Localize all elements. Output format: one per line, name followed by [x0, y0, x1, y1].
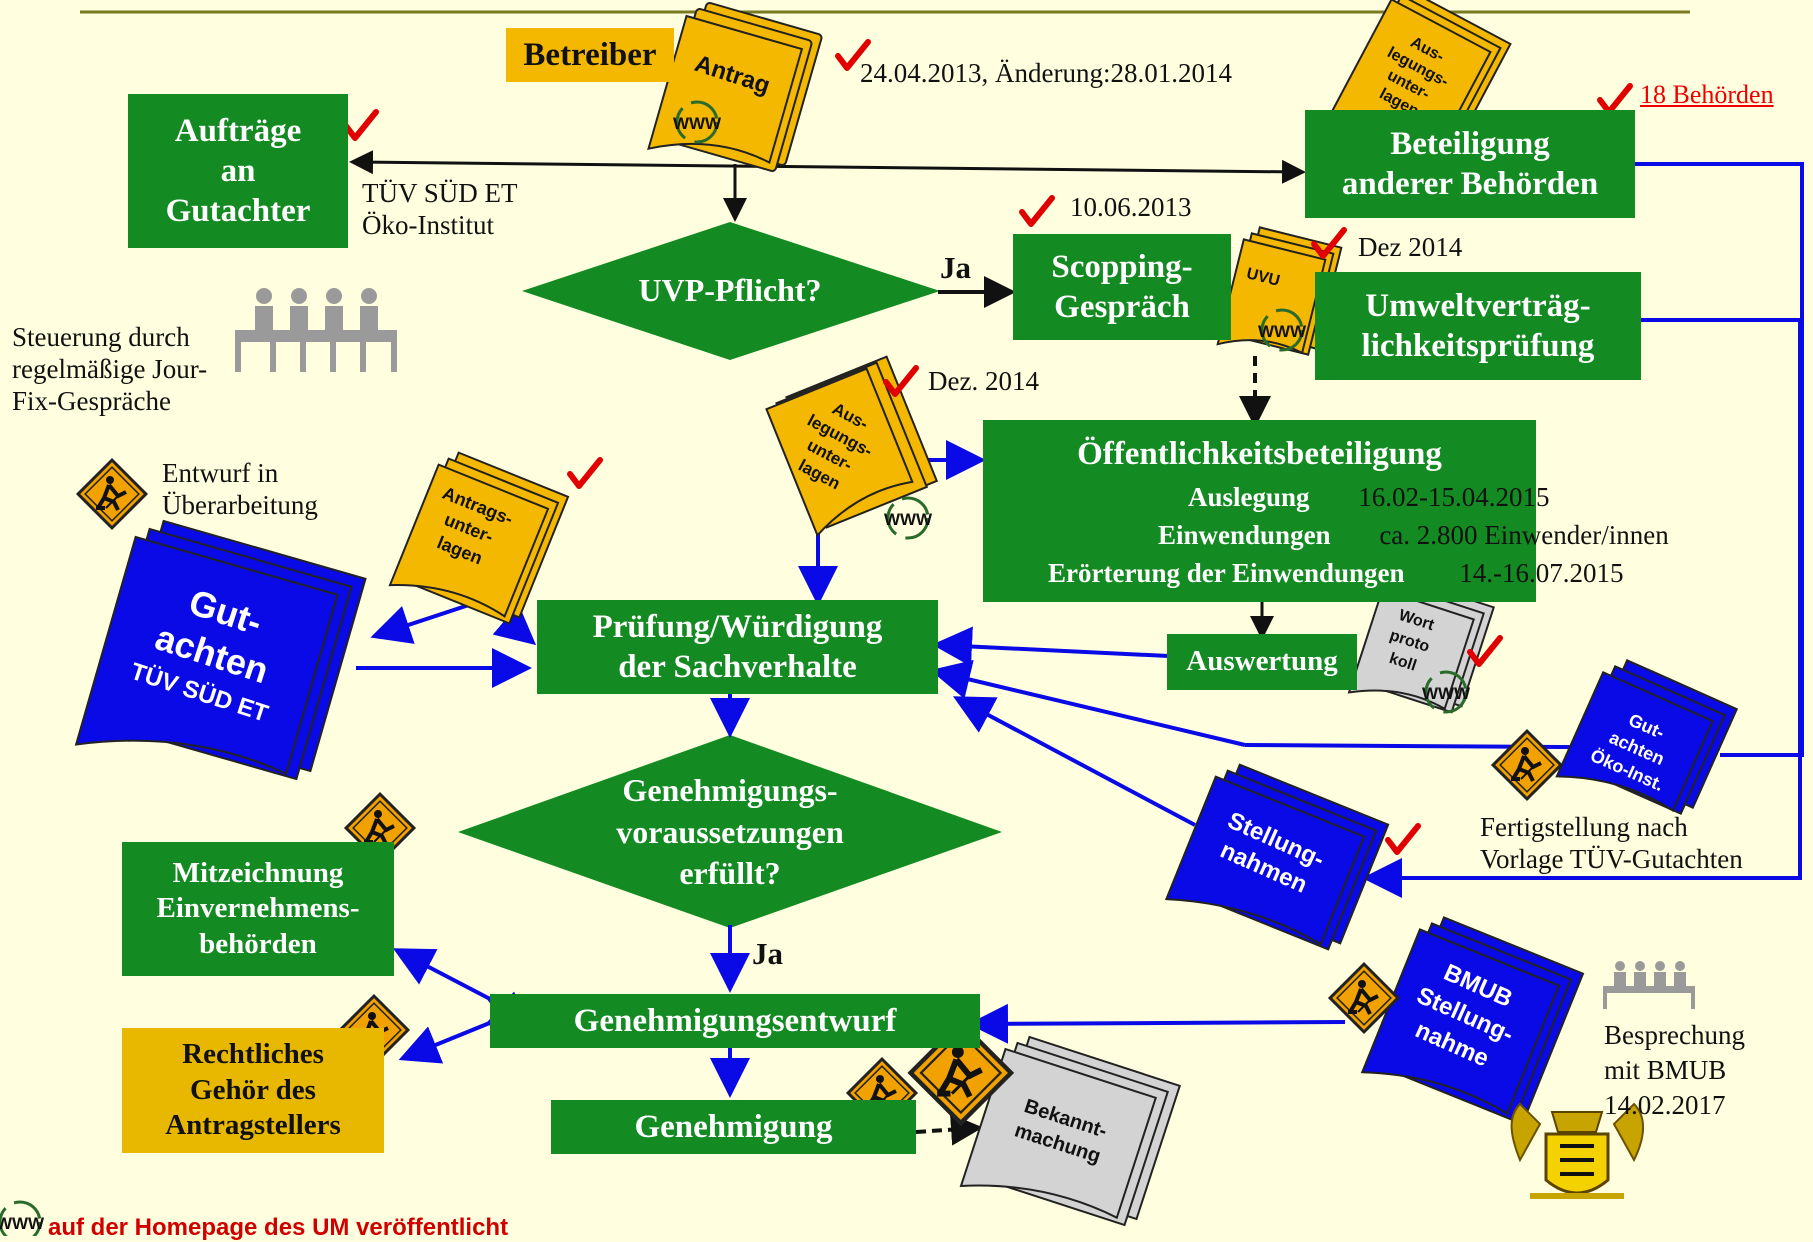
uvp-pruefung-box[interactable]: Umweltverträg-lichkeitsprüfung [1315, 272, 1641, 380]
oeffentlichkeitsbeteiligung-box[interactable]: Öffentlichkeitsbeteiligung [983, 420, 1536, 602]
footer-note: auf der Homepage des UM veröffentlicht [48, 1214, 509, 1241]
gutachter-behoerden-arrow [349, 150, 1306, 184]
auswertung-box[interactable]: Auswertung [1167, 634, 1357, 690]
auslegung-date: Dez. 2014 [928, 366, 1039, 396]
bekanntmachung-document [959, 1035, 1182, 1227]
www-icon [0, 1200, 47, 1236]
behoerden-link[interactable]: 18 Behörden [1640, 80, 1774, 109]
meeting-icon [235, 288, 397, 372]
ja-label: Ja [940, 250, 971, 285]
in-arbeit-icon [1491, 729, 1563, 801]
stellungnahmen-document [1164, 763, 1390, 951]
genehmigungsentwurf-box[interactable]: Genehmigungsentwurf [490, 994, 980, 1048]
genehmigung-box[interactable]: Genehmigung [551, 1100, 916, 1154]
check-icon [1022, 198, 1052, 224]
einwendungen-row: Einwendungen ca. 2.800 Einwender/innen [1158, 520, 1669, 550]
antrag-document [647, 2, 823, 172]
uvu-date: Dez 2014 [1358, 232, 1463, 262]
eroerterung-row: Erörterung der Einwendungen 14.-16.07.20… [1048, 558, 1624, 588]
antrag-date: 24.04.2013, Änderung:28.01.2014 [860, 58, 1232, 88]
uvu-document [1216, 226, 1343, 356]
coat-of-arms-logo [1510, 1102, 1645, 1199]
check-icon [1388, 826, 1418, 852]
www-icon [882, 496, 935, 540]
scoping-date: 10.06.2013 [1070, 192, 1192, 222]
check-icon [1600, 86, 1630, 112]
antragsunterlagen-document [388, 451, 570, 625]
uvp-question: UVP-Pflicht? [638, 272, 822, 308]
ja-label: Ja [752, 936, 783, 971]
genehmigung-to-bekanntmachung-arrow [915, 1113, 983, 1146]
uvp-diamond [522, 222, 940, 360]
wortprotokoll-document [1347, 576, 1495, 714]
scoping-box[interactable]: Scopping-Gespräch [1013, 234, 1231, 340]
bmub-document [1360, 916, 1585, 1122]
check-icon [346, 112, 376, 138]
auslegung-row: Auslegung 16.02-15.04.2015 [1188, 482, 1550, 512]
check-icon [570, 460, 600, 486]
genehmigungs-diamond [458, 735, 1002, 928]
auslegung-mid-document [765, 355, 939, 538]
gutachten-oeko-document [1555, 658, 1739, 816]
in-arbeit-icon [76, 458, 148, 530]
betreiber-label: Betreiber [506, 28, 674, 82]
meeting-icon [1603, 961, 1695, 1009]
gutachten-tuev-document [74, 519, 367, 781]
